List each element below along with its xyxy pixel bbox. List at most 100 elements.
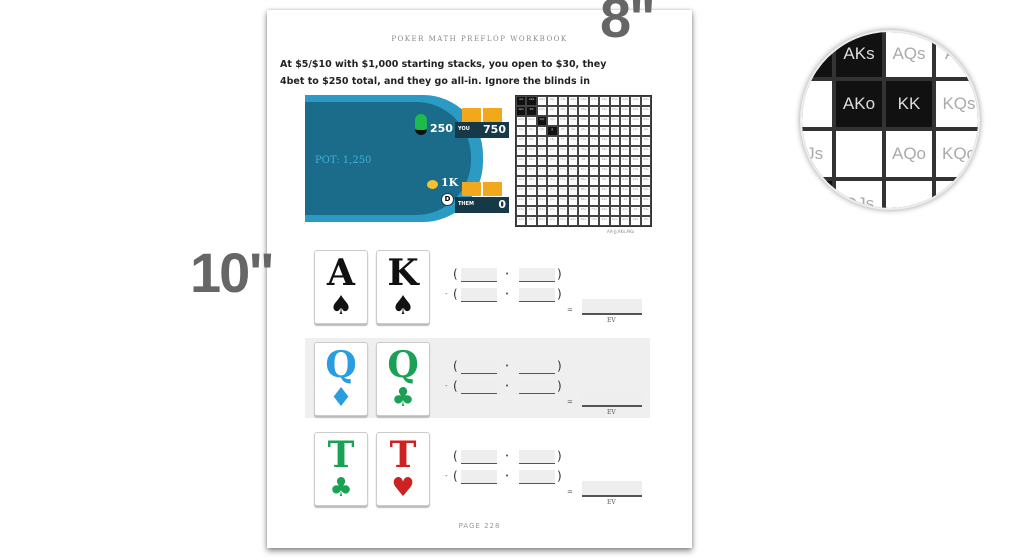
range-cell: A8o [516,156,527,166]
range-cell: 98o [567,156,579,166]
range-cell: K9s [567,106,579,116]
times-sign: • [505,290,510,298]
range-cell: 74o [588,196,600,206]
range-cell: K8o [526,156,537,166]
range-cell: 32s [640,206,652,216]
range-cell: 72s [640,166,652,176]
range-cell: 64s [619,176,631,186]
magnifier-circle: AAAKsAQsAJsAKoKKKQsKJsAQoKQoQQQJsAJoKJoQ… [800,30,980,210]
amount-input[interactable] [519,360,555,374]
range-cell: 74s [619,166,631,176]
page-number: PAGE 228 [458,522,501,530]
range-cell: A4o [516,196,527,206]
them-name: THEM [458,201,474,207]
playing-card: Q♦ [314,342,368,416]
times-sign: • [505,472,510,480]
range-cell: 94o [567,196,579,206]
range-cell: 64o [599,196,610,206]
range-cell: 86s [599,156,610,166]
range-cell: QTo [536,136,548,146]
playing-card: T♣ [314,432,368,506]
range-cell: 62o [599,216,610,226]
range-cell: ATo [516,136,527,146]
amount-input[interactable] [519,470,555,484]
them-bet: 1K [441,176,459,189]
range-cell: Q6o [536,176,548,186]
range-cell: K7o [526,166,537,176]
range-cell: 66 [599,176,610,186]
close-paren: ) [557,359,562,373]
card-suit-icon: ♣ [391,383,415,413]
range-cell: Q9o [536,146,548,156]
range-cell: A6o [516,176,527,186]
card-suit-icon: ♠ [329,291,353,321]
range-cell: TT [557,136,568,146]
minus-sign: - [445,472,448,480]
equity-input[interactable] [461,380,497,394]
amount-input[interactable] [519,450,555,464]
ev-label: EV [607,409,616,416]
range-cell: 43o [619,206,631,216]
amount-input[interactable] [519,380,555,394]
range-cell: QQ [536,116,548,126]
open-paren: ( [453,359,458,373]
range-cell: QJo [536,126,548,136]
range-cell: 55 [609,186,620,196]
range-cell: 84o [578,196,589,206]
magnified-cell: KK [886,81,932,127]
height-dimension-label: 10" [190,241,275,304]
open-paren: ( [453,267,458,281]
range-cell: J3o [547,206,558,216]
range-cell: 53s [630,186,641,196]
card-suit-icon: ♥ [391,473,415,503]
equity-input[interactable] [461,360,497,374]
range-cell: KQo [526,116,537,126]
range-cell: 93o [567,206,579,216]
ev-input[interactable] [582,299,642,315]
range-cell: K6s [599,106,610,116]
range-cell: KK [526,106,537,116]
range-cell: A3o [516,206,527,216]
equals-sign: = [567,488,573,496]
range-cell: QTs [557,116,568,126]
range-cell: A5s [609,96,620,106]
equity-input[interactable] [461,268,497,282]
range-cell: J7s [588,126,600,136]
range-cell: K9o [526,146,537,156]
range-cell: J9o [547,146,558,156]
range-cell: Q6s [599,116,610,126]
ev-label: EV [607,499,616,506]
range-cell: 75s [609,166,620,176]
green-chip-stack-icon [415,114,427,135]
card-rank: K [387,252,419,294]
open-paren: ( [453,379,458,393]
ev-input[interactable] [582,481,642,497]
amount-input[interactable] [519,288,555,302]
range-cell: 93s [630,146,641,156]
you-stack: 750 [483,123,506,136]
range-cell: KTo [526,136,537,146]
equity-input[interactable] [461,288,497,302]
ev-input[interactable] [582,391,642,407]
range-cell: 92o [567,216,579,226]
range-cell: 87o [578,166,589,176]
range-cell: 88 [578,156,589,166]
range-cell: J9s [567,126,579,136]
amount-input[interactable] [519,268,555,282]
range-cell: 77 [588,166,600,176]
range-cell: J4o [547,196,558,206]
range-cell: J2o [547,216,558,226]
you-bet-box [483,108,502,122]
close-paren: ) [557,469,562,483]
range-cell: 63s [630,176,641,186]
close-paren: ) [557,449,562,463]
card-suit-icon: ♠ [391,291,415,321]
equity-input[interactable] [461,450,497,464]
minus-sign: - [445,382,448,390]
dealer-button: D [441,193,454,206]
range-cell: ATs [557,96,568,106]
range-cell: 97s [588,146,600,156]
equity-input[interactable] [461,470,497,484]
